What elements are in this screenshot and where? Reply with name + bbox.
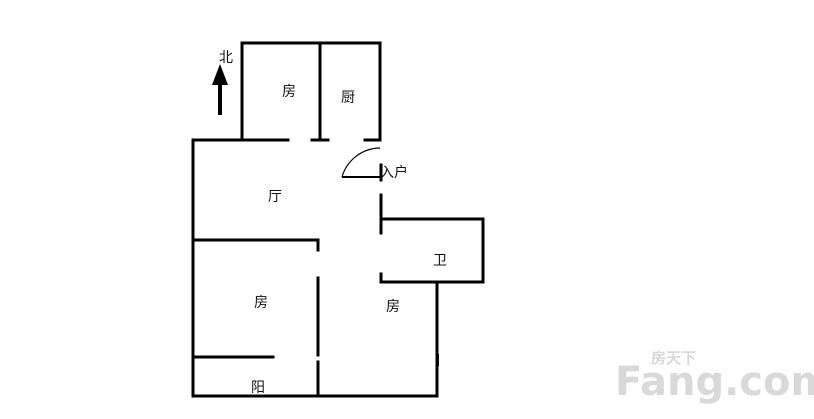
north-label: 北 bbox=[219, 50, 233, 66]
room-label-bedroom-southwest: 房 bbox=[254, 295, 268, 311]
svg-text:Fang.com: Fang.com bbox=[615, 359, 814, 405]
room-label-bedroom-southeast: 房 bbox=[386, 299, 400, 315]
entrance-door-icon bbox=[341, 147, 381, 178]
watermark-logo: 房天下 Fang.com bbox=[615, 349, 814, 405]
room-label-bathroom: 卫 bbox=[433, 253, 447, 269]
room-label-balcony: 阳 bbox=[251, 380, 265, 396]
room-label-entrance: 入户 bbox=[380, 164, 408, 181]
svg-text:房天下: 房天下 bbox=[651, 349, 696, 367]
window-mark-icon bbox=[436, 354, 439, 366]
room-label-living: 厅 bbox=[268, 189, 282, 205]
room-label-bedroom-north: 房 bbox=[282, 84, 296, 100]
walls bbox=[191, 41, 485, 398]
room-label-kitchen: 厨 bbox=[341, 90, 355, 106]
north-arrow-icon bbox=[212, 64, 228, 115]
